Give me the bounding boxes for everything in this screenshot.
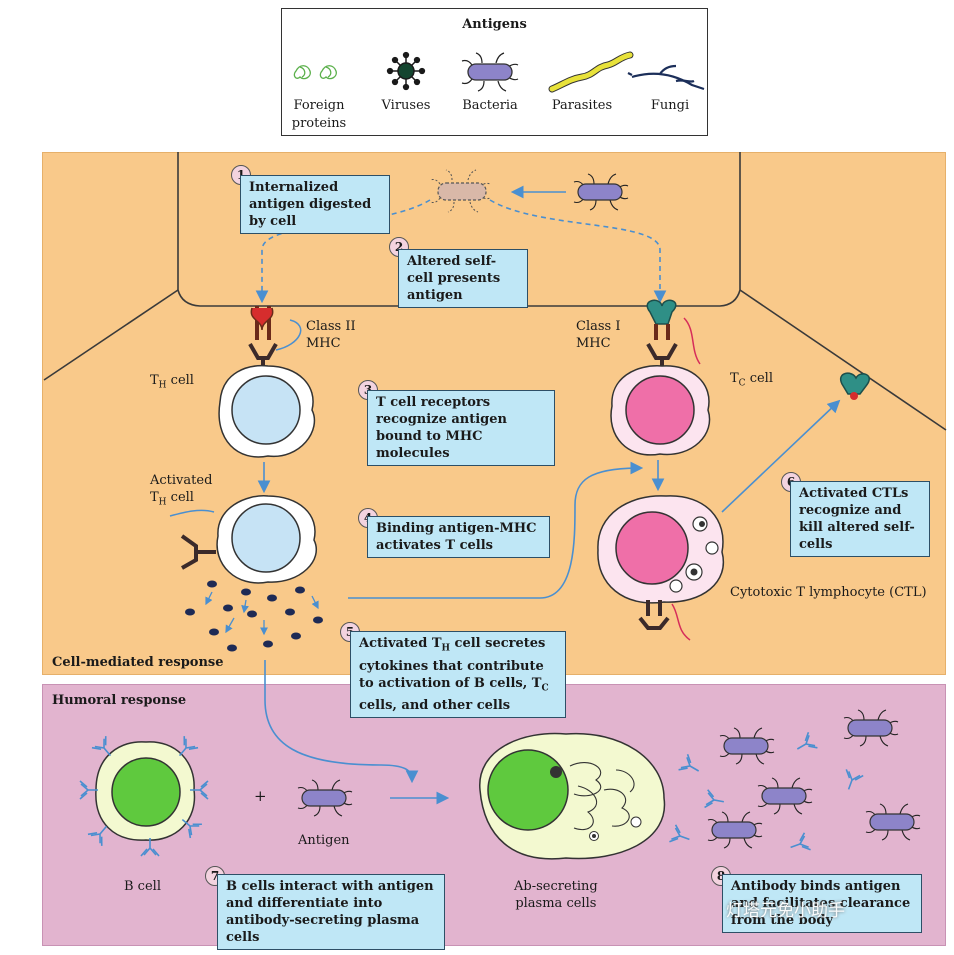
antibody-antigen-cluster [668,709,921,857]
incoming-bacterium [573,173,629,211]
parasite-icon [548,51,634,93]
legend-label-bacteria: Bacteria [462,98,518,113]
class2-mhc-label: Class II MHC [306,319,356,351]
b-cell-label: B cell [124,879,161,894]
step-7-box: B cells interact with antigen and differ… [217,874,445,950]
class2-mhc-complex [248,306,302,372]
step-3-box: T cell receptors recognize antigen bound… [367,390,555,466]
legend-label-fungi: Fungi [650,98,690,113]
tc-cell [610,365,711,456]
plasma-cells-label: Ab-secreting plasma cells [514,879,598,911]
tc-cell-label: TC cell [730,371,773,389]
legend-label-viruses: Viruses [381,98,431,113]
step-5-box: Activated TH cell secretes cytokines tha… [350,631,566,719]
virus-icon [386,51,426,91]
cell-mediated-section-label: Cell-mediated response [52,655,224,670]
class1-mhc-label: Class I MHC [576,319,621,351]
fungi-icon [627,64,705,91]
step-1-box: Internalized antigen digested by cell [240,175,390,234]
plus-sign: + [254,787,267,805]
antigen-bacterium [297,779,353,817]
antigen-label: Antigen [298,833,350,848]
legend-title: Antigens [462,17,527,32]
class1-mhc-complex [646,299,701,372]
ctl-label: Cytotoxic T lymphocyte (CTL) [730,585,927,600]
digested-antigen [429,169,491,213]
step-8-box: Antibody binds antigen and facilitates c… [722,874,922,933]
bacteria-icon [461,52,519,92]
antigens-legend: Antigens [281,8,708,136]
step-6-box: Activated CTLs recognize and kill altere… [790,481,930,557]
legend-label-parasites: Parasites [551,98,613,113]
watermark: 灯塔元免小助手 [726,901,845,921]
step-4-box: Binding antigen-MHC activates T cells [367,516,550,558]
th-cell [218,364,316,458]
ctl-cell [597,495,725,641]
plasma-cell [479,732,666,860]
legend-label-foreign-proteins: Foreign proteins [291,98,347,131]
foreign-protein-icon [293,65,337,80]
activated-th-label: Activated TH cell [150,473,213,508]
humoral-section-label: Humoral response [52,693,187,708]
released-mhc [839,372,870,400]
cytokines [185,580,323,652]
step-2-box: Altered self-cell presents antigen [398,249,528,308]
activated-th-cell [169,495,317,584]
legend-icons [293,51,705,93]
b-cell [79,735,209,857]
th-cell-label: TH cell [150,373,194,391]
